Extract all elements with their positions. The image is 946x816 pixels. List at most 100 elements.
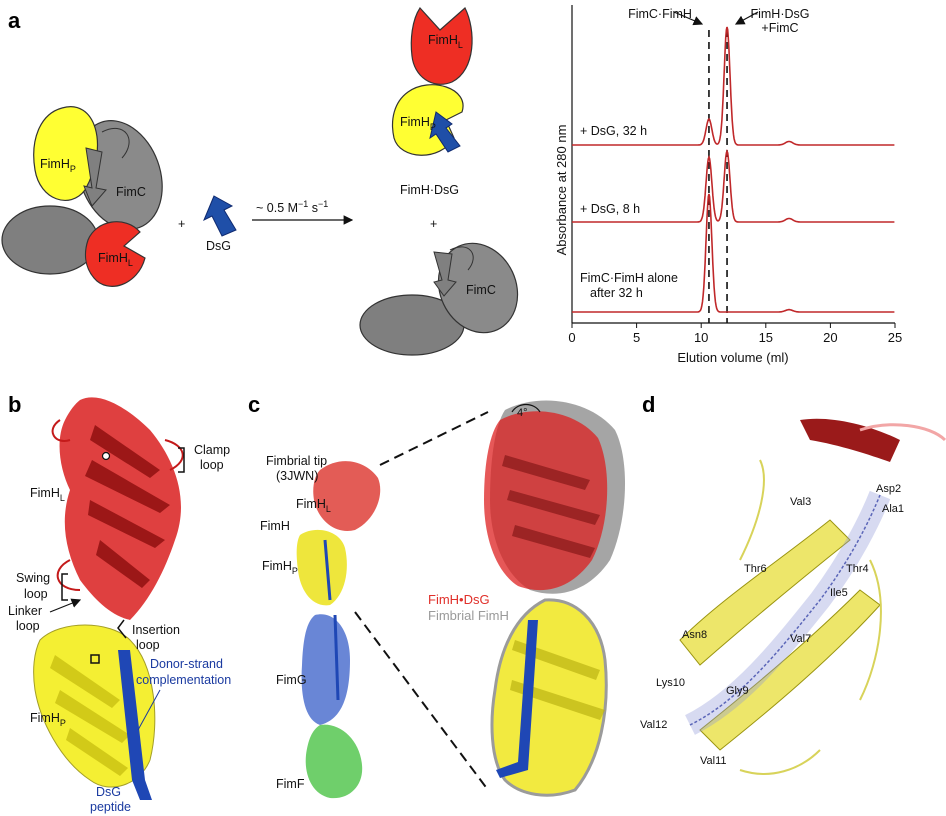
x-tick-label-3: 15 [759, 330, 773, 345]
panel-b-letter: b [8, 392, 21, 417]
complex-fimhl-sub: L [128, 258, 133, 268]
c-legend-fimh-dsg: FimH•DsG [428, 592, 490, 607]
product-fimhl-label: FimH [428, 33, 458, 47]
dsg-peptide-arrow [203, 195, 237, 237]
sec-chart: Absorbance at 280 nm Elution volume (ml)… [554, 5, 902, 365]
trace-0 [572, 26, 895, 146]
c-rotation-angle: 4° [517, 407, 528, 419]
panel-a-letter: a [8, 8, 21, 33]
svg-text:FimHL: FimHL [30, 486, 65, 503]
svg-text:~ 0.5 M−1 s−1: ~ 0.5 M−1 s−1 [256, 199, 328, 215]
c-tip-label: Fimbrial tip [266, 454, 327, 468]
b-dsg-label2: peptide [90, 800, 131, 814]
x-tick-label-1: 5 [633, 330, 640, 345]
annot-fimh-dsg: FimH·DsG [750, 7, 809, 21]
annot-right-arrow [734, 11, 759, 25]
svg-text:FimHL: FimHL [296, 497, 331, 514]
c-rotation-arc [511, 403, 541, 413]
complex-fimc-label: FimC [116, 185, 146, 199]
res-asp2: Asp2 [876, 483, 901, 495]
b-insertion-bracket [117, 619, 127, 639]
complex-fimhp-sub: P [70, 164, 76, 174]
svg-text:FimHP: FimHP [262, 559, 298, 576]
b-linker-label: Linker [8, 604, 42, 618]
rate-exp: −1 [298, 199, 308, 209]
b-swing-bracket [61, 573, 68, 601]
fimc-fimh-complex-cartoon [1, 106, 163, 287]
res-lys10: Lys10 [656, 677, 685, 689]
svg-text:FimHP: FimHP [400, 115, 436, 132]
trace-label-3a: FimC·FimH alone [580, 271, 678, 285]
c-zoom-line-top [379, 411, 489, 466]
panel-c-letter: c [248, 392, 260, 417]
b-linker-label2: loop [16, 619, 40, 633]
c-tip-pdb: (3JWN) [276, 469, 318, 483]
res-ala1: Ala1 [882, 503, 904, 515]
svg-text:FimHL: FimHL [98, 251, 133, 268]
b-dsc-pointer [137, 689, 161, 731]
b-fimhl-sub: L [60, 493, 65, 503]
c-legend-fimbrial-fimh: Fimbrial FimH [428, 608, 509, 623]
annot-left-arrow [673, 11, 704, 26]
fimh-dsg-ribbon-structure [33, 397, 184, 800]
panel-d-letter: d [642, 392, 655, 417]
annot-fimc-fimh: FimC·FimH [628, 7, 692, 21]
annot-plus-fimc: +FimC [761, 21, 798, 35]
res-val11: Val11 [700, 755, 727, 767]
x-tick-label-2: 10 [694, 330, 708, 345]
product-fimhp-label: FimH [400, 115, 430, 129]
c-zoom-line-bottom [354, 611, 489, 791]
x-tick-label-0: 0 [568, 330, 575, 345]
dsg-electron-density-structure [679, 418, 946, 775]
res-val12: Val12 [640, 719, 667, 731]
res-val7: Val7 [790, 633, 811, 645]
b-swing-label: Swing [16, 571, 50, 585]
rate-s-exp: −1 [318, 199, 328, 209]
complex-fimhl-label: FimH [98, 251, 128, 265]
trace-label-1: + DsG, 32 h [580, 124, 647, 138]
svg-text:FimHL: FimHL [428, 33, 463, 50]
trace-label-2: + DsG, 8 h [580, 202, 640, 216]
free-fimc-cartoon [359, 242, 519, 356]
c-fimhl-sub: L [326, 504, 331, 514]
b-clamp-label2: loop [200, 458, 224, 472]
res-val3: Val3 [790, 496, 811, 508]
res-gly9: Gly9 [726, 685, 749, 697]
c-fimf-label: FimF [276, 777, 305, 791]
product-fimhp-sub: P [430, 122, 436, 132]
res-thr6: Thr6 [744, 563, 767, 575]
c-fimg-label: FimG [276, 673, 307, 687]
free-fimc-label: FimC [466, 283, 496, 297]
plus-sign-2: + [430, 217, 437, 231]
chart-xlabel: Elution volume (ml) [677, 350, 788, 365]
b-fimhl-label: FimH [30, 486, 60, 500]
complex-fimhp-label: FimH [40, 157, 70, 171]
x-tick-label-5: 25 [888, 330, 902, 345]
x-tick-label-4: 20 [823, 330, 837, 345]
svg-text:FimHP: FimHP [40, 157, 76, 174]
res-asn8: Asn8 [682, 629, 707, 641]
b-swing-label2: loop [24, 587, 48, 601]
b-linker-arrow [49, 598, 82, 613]
c-fimhl-label: FimH [296, 497, 326, 511]
fimbrial-tip-ribbon [296, 461, 381, 799]
superposed-fimh-ribbons [484, 400, 626, 797]
c-fimhp-sub: P [292, 566, 298, 576]
res-ile5: Ile5 [830, 587, 848, 599]
fimh-dsg-cartoon [391, 7, 473, 156]
b-insertion-label2: loop [136, 638, 160, 652]
b-dsc-label: Donor-strand [150, 657, 223, 671]
fimh-dsg-label: FimH·DsG [400, 183, 459, 197]
dsg-label: DsG [206, 239, 231, 253]
chart-ylabel: Absorbance at 280 nm [554, 125, 569, 256]
trace-2 [572, 193, 895, 313]
c-fimhp-label: FimH [262, 559, 292, 573]
trace-1 [572, 148, 895, 223]
rate-s: s [308, 201, 318, 215]
b-fimhp-label: FimH [30, 711, 60, 725]
b-dsg-label: DsG [96, 785, 121, 799]
svg-text:FimHP: FimHP [30, 711, 66, 728]
rate-label: ~ 0.5 M [256, 201, 298, 215]
b-clamp-label: Clamp [194, 443, 230, 457]
